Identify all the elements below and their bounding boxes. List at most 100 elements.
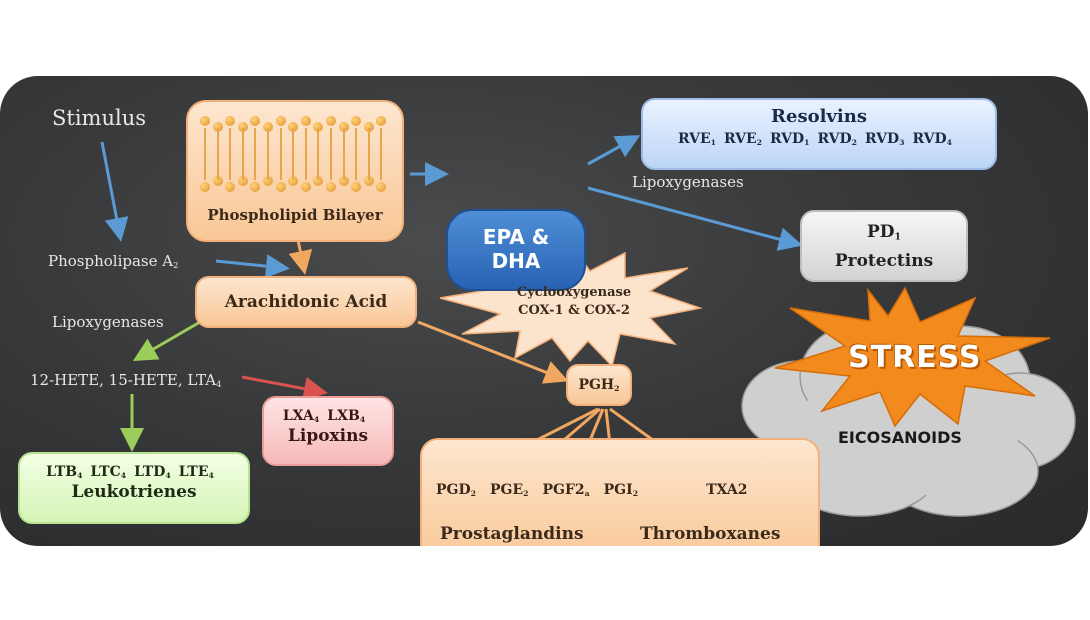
lipid-tail [355,154,358,180]
lipid-head [200,116,210,126]
lipid-tail [367,128,370,154]
lipoxins-label: Lipoxins [287,426,369,446]
lipid-tail [342,154,345,180]
lipid-tail [304,154,307,180]
lipid-tail [241,154,244,180]
arrow-bilayer-to-arachidonic [288,239,313,275]
stress-starburst [774,286,1051,428]
lipid-head [250,182,261,192]
resolvins-title: Resolvins [771,106,867,127]
lipid-tail [292,154,295,180]
lipid-tail [342,128,345,154]
prostanoid-item: PGE2 [489,482,529,498]
lipid-tail [367,154,370,180]
lipid-tail [229,154,232,180]
lipid-head [275,182,286,192]
arrow-arachidonic-to-pgh [417,320,569,384]
prostanoid-item: PGF2a [542,482,590,498]
lipid-head [326,116,336,126]
lipid-head [351,116,362,126]
lipoxins-box: LXA4 LXB4 Lipoxins [262,396,394,466]
lipid-tail [317,154,320,180]
pgh2-box: PGH2 [566,364,632,406]
resolvin-item: RVE1 [677,131,716,147]
lipid-heads-graphic [200,108,390,204]
leukotriene-items: LTB4 LTC4 LTD4 LTE4 [20,464,248,480]
lipid-tail [254,154,257,180]
lipid-head [351,182,362,192]
resolvin-item: RVD1 [770,131,810,147]
lipid-head [275,116,286,126]
lipoxin-item: LXB4 [327,408,366,424]
arrow-epa-to-resolvins [587,135,641,166]
lipoxin-item: LXA4 [282,408,320,424]
phospholipid-bilayer-box: Phospholipid Bilayer [186,100,404,242]
lipid-head [200,182,210,192]
lipid-head [376,116,387,126]
lipid-tail [267,154,269,180]
stimulus-label: Stimulus [52,106,146,130]
protectins-label: Protectins [834,251,934,272]
lipid-tail [279,128,282,154]
lipid-tail [216,128,219,154]
lipid-tail [292,128,295,154]
epa-line1: EPA & [482,225,550,249]
lipid-tail [330,128,332,154]
epa-line2: DHA [491,249,541,273]
cox-label: Cyclooxygenase COX-1 & COX-2 [516,285,632,318]
phospholipase-label: Phospholipase A2 [48,252,179,271]
lipid-head [363,176,374,186]
lipid-tail [267,128,269,154]
leukotriene-item: LTD4 [134,464,171,480]
lipid-tail [279,154,282,180]
lipid-tail [304,128,307,154]
lipid-tail [204,154,206,180]
arachidonic-acid-box: Arachidonic Acid [195,276,417,328]
lipid-tail [229,128,232,154]
lipoxygenases-right-label: Lipoxygenases [632,173,744,191]
resolvin-item: RVD4 [912,131,953,147]
lipid-head [313,176,324,186]
lipid-head [212,122,223,132]
lipid-head [363,122,374,132]
arrow-arachidonic-to-hete [132,320,201,362]
lipid-head [212,176,223,186]
lipid-head [288,122,299,132]
hete-label: 12-HETE, 15-HETE, LTA4 [30,371,222,390]
resolvin-item: RVD3 [865,131,905,147]
lipid-tail [380,154,383,180]
leukotrienes-label: Leukotrienes [71,482,197,502]
leukotriene-item: LTE4 [178,464,214,480]
leukotriene-item: LTC4 [90,464,127,480]
epa-dha-box: EPA & DHA [446,209,586,291]
lipid-head [300,182,311,192]
prostanoid-item: PGI2 [603,482,639,498]
lipid-tail [330,154,332,180]
lipid-tail [241,128,244,154]
arrow-hete-to-lipoxins [241,375,328,401]
leukotrienes-box: LTB4 LTC4 LTD4 LTE4 Leukotrienes [18,452,250,524]
thromboxanes-label: Thromboxanes [640,524,781,544]
resolvin-item: RVE2 [724,131,763,147]
lipid-tail [380,128,383,154]
lipid-head [225,182,236,192]
lipid-head [376,182,387,192]
leukotriene-item: LTB4 [46,464,83,480]
lipid-head [237,176,248,186]
phospholipid-bilayer-label: Phospholipid Bilayer [207,206,383,224]
lipid-tail [355,128,358,154]
lipid-head [288,176,299,186]
prostaglandins-label: Prostaglandins [440,524,584,544]
lipid-head [338,122,349,132]
lipid-head [338,176,349,186]
lipid-head [326,182,336,192]
lipid-tail [204,128,206,154]
lipid-tail [254,128,257,154]
lipid-head [263,176,273,186]
lipid-head [250,116,261,126]
eicosanoids-label: EICOSANOIDS [838,428,962,447]
stress-label: STRESS [848,340,982,375]
lipid-tail [317,128,320,154]
